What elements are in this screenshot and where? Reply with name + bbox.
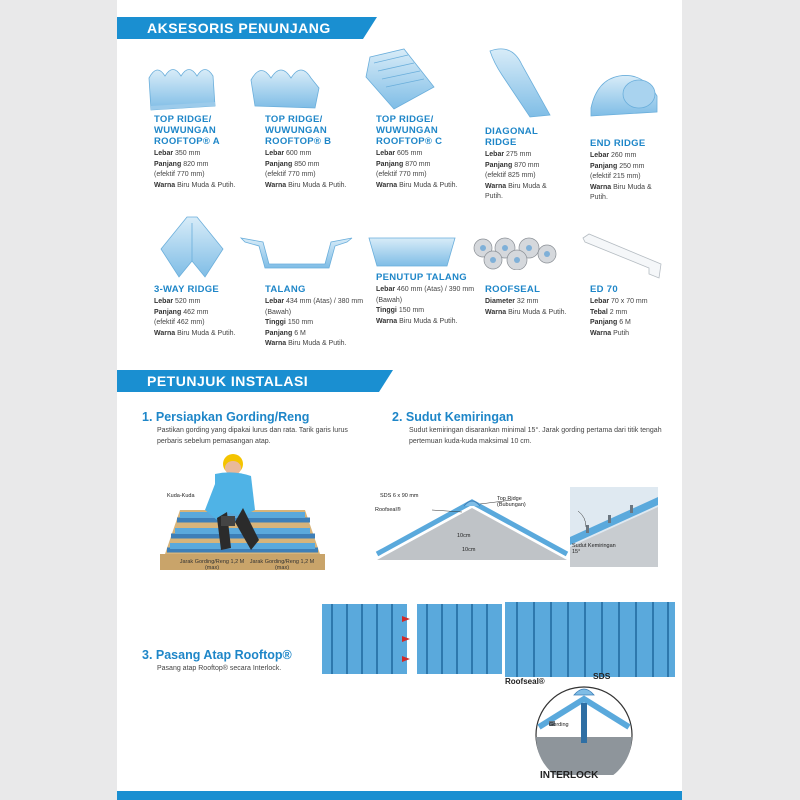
diagonal-ridge-image	[489, 48, 551, 118]
product-ed-70: ED 70 Lebar 70 x 70 mm Tebal 2 mm Panjan…	[590, 284, 670, 339]
step-1-text: Pastikan gording yang dipakai lurus dan …	[157, 427, 348, 445]
label-jarak-2: Jarak Gording/Reng 1,2 M (max)	[249, 559, 315, 571]
label-kuda-kuda: Kuda-Kuda	[167, 493, 195, 499]
product-talang: TALANG Lebar 434 mm (Atas) / 380 mm (Baw…	[265, 284, 364, 347]
end-ridge-image	[590, 75, 658, 117]
product-end-ridge: END RIDGE Lebar 260 mm Panjang 250 mm (e…	[590, 138, 670, 204]
bottom-bar	[117, 791, 682, 800]
step-2-title: 2. Sudut Kemiringan	[392, 410, 514, 424]
purlin-worker-illustration	[160, 454, 325, 570]
top-ridge-a-image	[148, 69, 216, 111]
product-name: PENUTUP TALANG	[376, 272, 467, 283]
product-name: TOP RIDGE/ WUWUNGAN ROOFTOP® A	[154, 114, 220, 147]
label-10cm-a: 10cm	[457, 533, 471, 539]
label-top-ridge: Top Ridge (Bubungan)	[497, 496, 526, 508]
product-top-ridge-a: TOP RIDGE/ WUWUNGAN ROOFTOP® A Lebar 350…	[154, 114, 254, 191]
brochure-page: AKSESORIS PENUNJANG TOP RIDGE/ WUWUNGAN …	[117, 0, 682, 800]
label-gording: Gording	[549, 722, 569, 728]
label-interlock: INTERLOCK	[540, 770, 599, 781]
product-top-ridge-c: TOP RIDGE/ WUWUNGAN ROOFTOP® C Lebar 605…	[376, 114, 476, 191]
section-banner-accessories: AKSESORIS PENUNJANG	[117, 17, 377, 39]
label-10cm-b: 10cm	[462, 547, 476, 553]
top-ridge-b-image	[250, 69, 320, 109]
label-roofseal: Roofseal®	[375, 507, 401, 513]
product-3-way-ridge: 3-WAY RIDGE Lebar 520 mm Panjang 462 mm …	[154, 284, 254, 339]
label-sds-interlock: SDS	[593, 671, 611, 681]
roof-slope-diagram	[375, 499, 569, 560]
slope-angle-detail	[570, 487, 658, 567]
label-roofseal-interlock: Roofseal®	[505, 677, 545, 686]
interlock-detail-diagram	[535, 686, 633, 775]
product-name: TALANG	[265, 284, 306, 295]
product-name: 3-WAY RIDGE	[154, 284, 220, 295]
product-name: ED 70	[590, 284, 618, 295]
section-banner-install: PETUNJUK INSTALASI	[117, 370, 393, 392]
product-diagonal-ridge: DIAGONAL RIDGE Lebar 275 mm Panjang 870 …	[485, 126, 565, 203]
product-name: TOP RIDGE/ WUWUNGAN ROOFTOP® B	[265, 114, 332, 147]
product-name: END RIDGE	[590, 138, 646, 149]
label-jarak-1: Jarak Gording/Reng 1,2 M (max)	[179, 559, 245, 571]
penutup-talang-image	[368, 237, 456, 267]
product-penutup-talang: PENUTUP TALANG Lebar 460 mm (Atas) / 390…	[376, 272, 475, 325]
product-name: ROOFSEAL	[485, 284, 541, 295]
product-top-ridge-b: TOP RIDGE/ WUWUNGAN ROOFTOP® B Lebar 600…	[265, 114, 365, 191]
interlock-sheets-illustration	[322, 602, 675, 677]
talang-image	[239, 237, 353, 269]
label-sudut: Sudut Kemiringan 15°	[572, 543, 616, 555]
ed-70-image	[582, 233, 662, 279]
step-3-text: Pasang atap Rooftop® secara Interlock.	[157, 665, 282, 672]
step-3-title: 3. Pasang Atap Rooftop®	[142, 648, 292, 662]
product-name: DIAGONAL RIDGE	[485, 126, 538, 148]
step-1-title: 1. Persiapkan Gording/Reng	[142, 410, 310, 424]
3-way-ridge-image	[160, 216, 224, 278]
top-ridge-c-image	[365, 48, 435, 110]
product-roofseal: ROOFSEAL Diameter 32 mm Warna Biru Muda …	[485, 284, 570, 318]
product-name: TOP RIDGE/ WUWUNGAN ROOFTOP® C	[376, 114, 443, 147]
roofseal-image	[473, 237, 557, 270]
step-2-text: Sudut kemiringan disarankan minimal 15°.…	[409, 427, 662, 445]
label-sds: SDS 6 x 90 mm	[380, 493, 419, 499]
